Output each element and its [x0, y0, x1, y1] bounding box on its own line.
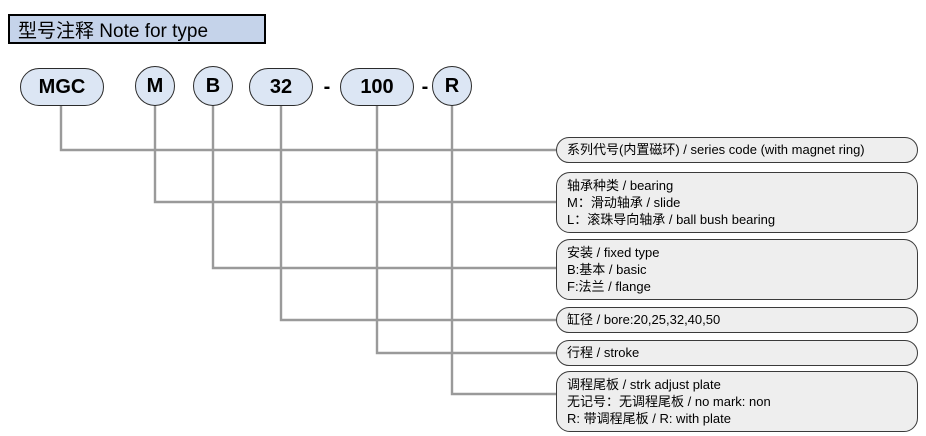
callout-fixed-type: 安装 / fixed type B:基本 / basic F:法兰 / flan…	[556, 239, 918, 300]
callout-line: 轴承种类 / bearing	[567, 178, 674, 193]
wire-mount	[211, 104, 556, 270]
callout-line: 缸径 / bore:20,25,32,40,50	[567, 312, 721, 327]
callout-series-code: 系列代号(内置磁环) / series code (with magnet ri…	[556, 137, 918, 163]
code-segment-series-label: MGC	[38, 75, 86, 98]
code-segment-bearing-label: M	[146, 74, 164, 97]
callout-line: 安装 / fixed type	[567, 245, 660, 260]
callout-stroke: 行程 / stroke	[556, 340, 918, 366]
code-segment-mount[interactable]: B	[193, 66, 233, 106]
wire-series	[59, 106, 556, 152]
callout-bore-size: 缸径 / bore:20,25,32,40,50	[556, 307, 918, 333]
callout-line: R: 带调程尾板 / R: with plate	[567, 411, 731, 426]
page-title-text: 型号注释 Note for type	[18, 20, 209, 42]
code-segment-mount-label: B	[205, 74, 221, 97]
callout-line: 调程尾板 / strk adjust plate	[567, 377, 721, 392]
wire-plate	[450, 104, 556, 396]
code-segment-stroke[interactable]: 100	[340, 68, 414, 106]
callout-line: B:基本 / basic	[567, 262, 647, 277]
code-segment-bearing[interactable]: M	[135, 66, 175, 106]
code-segment-plate-label: R	[444, 74, 460, 97]
page-title: 型号注释 Note for type	[8, 14, 266, 44]
wire-bore	[279, 106, 556, 322]
callout-line: M：滑动轴承 / slide	[567, 195, 681, 210]
code-segment-bore-label: 32	[269, 75, 293, 98]
callout-strk-adjust-plate: 调程尾板 / strk adjust plate 无记号：无调程尾板 / no …	[556, 371, 918, 432]
code-segment-series[interactable]: MGC	[20, 68, 104, 106]
callout-line: 系列代号(内置磁环) / series code (with magnet ri…	[567, 142, 865, 157]
code-separator-2: -	[421, 75, 429, 98]
code-separator-1: -	[323, 75, 331, 98]
callout-line: L：滚珠导向轴承 / ball bush bearing	[567, 212, 776, 227]
callout-line: 无记号：无调程尾板 / no mark: non	[567, 394, 771, 409]
wire-stroke	[375, 106, 556, 355]
callout-line: F:法兰 / flange	[567, 279, 651, 294]
wire-bearing	[153, 104, 556, 204]
callout-bearing-type: 轴承种类 / bearing M：滑动轴承 / slide L：滚珠导向轴承 /…	[556, 172, 918, 233]
callout-line: 行程 / stroke	[567, 345, 640, 360]
code-segment-plate[interactable]: R	[432, 66, 472, 106]
code-segment-bore[interactable]: 32	[249, 68, 313, 106]
code-segment-stroke-label: 100	[360, 75, 394, 98]
